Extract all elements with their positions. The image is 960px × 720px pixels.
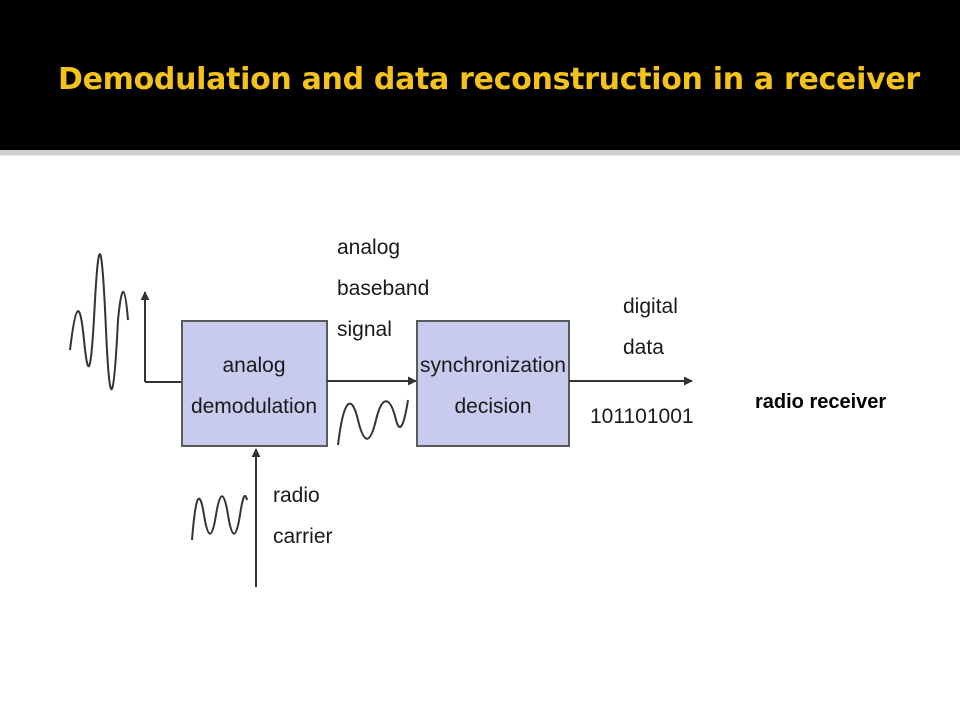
carrier-label-line2: carrier: [273, 525, 333, 548]
digital-label-line2: data: [623, 336, 664, 359]
demod-label-line1: analog: [222, 354, 285, 377]
baseband-label-line2: baseband: [337, 277, 429, 300]
synchronization-decision-block: [416, 320, 570, 447]
title-divider: [0, 150, 960, 156]
baseband-label-line1: analog: [337, 236, 400, 259]
digital-label-line1: digital: [623, 295, 678, 318]
baseband-waveform: [337, 399, 409, 446]
slide-title: Demodulation and data reconstruction in …: [58, 62, 920, 97]
sync-label-line1: synchronization: [420, 354, 566, 377]
analog-demodulation-block: [181, 320, 328, 447]
input-waveform: [69, 253, 129, 391]
carrier-waveform: [191, 494, 248, 541]
demod-label-line2: demodulation: [191, 395, 317, 418]
title-bar: [0, 0, 960, 150]
bit-sequence: 101101001: [590, 405, 694, 428]
baseband-label-line3: signal: [337, 318, 392, 341]
radio-receiver-label: radio receiver: [755, 391, 886, 413]
sync-label-line2: decision: [454, 395, 531, 418]
carrier-label-line1: radio: [273, 484, 320, 507]
